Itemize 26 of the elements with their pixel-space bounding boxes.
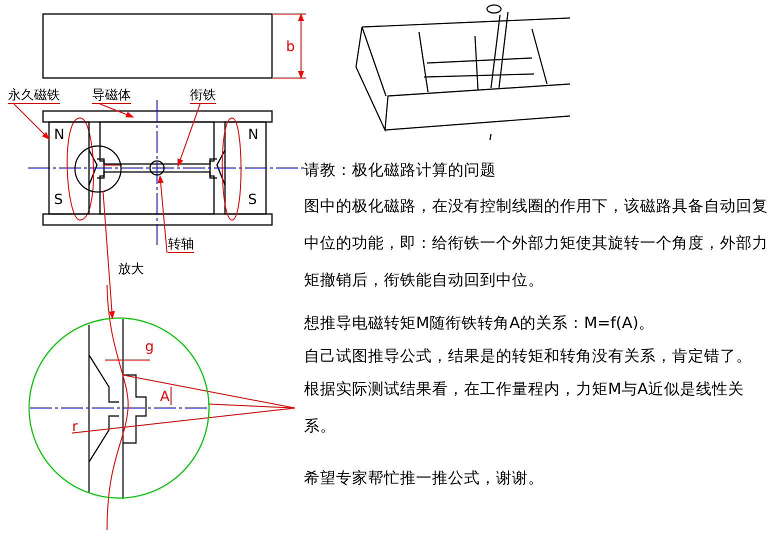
question-paragraph: 想推导电磁转矩M随衔铁转角A的关系：M=f(A)。 bbox=[304, 313, 656, 334]
dimension-label: g bbox=[145, 340, 154, 355]
pole-label: S bbox=[54, 193, 63, 208]
detail-circle bbox=[74, 145, 122, 193]
question-paragraph: 图中的极化磁路，在没有控制线圈的作用下，该磁路具备自动回复中位的功能，即：给衔铁一个外部力矩使其旋转一个角度，外部力矩撤销后，衔铁能自动回到中位。 bbox=[304, 196, 769, 291]
dimension-label: r bbox=[72, 420, 78, 435]
pole-label: N bbox=[54, 128, 64, 143]
part-label: 转轴 bbox=[168, 237, 194, 253]
question-paragraph: 希望专家帮忙推一推公式，谢谢。 bbox=[304, 468, 545, 489]
part-label: 导磁体 bbox=[92, 88, 131, 104]
pole-label: S bbox=[248, 193, 257, 208]
magnet-block bbox=[48, 121, 90, 215]
magnified-view-circle bbox=[28, 317, 210, 499]
leader-line bbox=[14, 104, 50, 140]
question-title: 请教：极化磁路计算的问题 bbox=[304, 160, 497, 181]
edge-label: 放大 bbox=[118, 262, 144, 277]
leader-line bbox=[178, 104, 200, 167]
angle-label: A bbox=[160, 390, 170, 405]
dimension-label: b bbox=[286, 40, 295, 55]
part-label: 永久磁铁 bbox=[8, 88, 60, 104]
question-paragraph: 自己试图推导公式，结果是的转矩和转角没有关系，肯定错了。 bbox=[304, 346, 753, 367]
leader-line bbox=[158, 175, 168, 254]
pole-label: N bbox=[248, 128, 258, 143]
arrow bbox=[102, 190, 115, 320]
question-paragraph: 根据实际测试结果看，在工作量程内，力矩M与A近似是线性关系。 bbox=[304, 379, 745, 437]
part-label: 衔铁 bbox=[190, 88, 216, 104]
